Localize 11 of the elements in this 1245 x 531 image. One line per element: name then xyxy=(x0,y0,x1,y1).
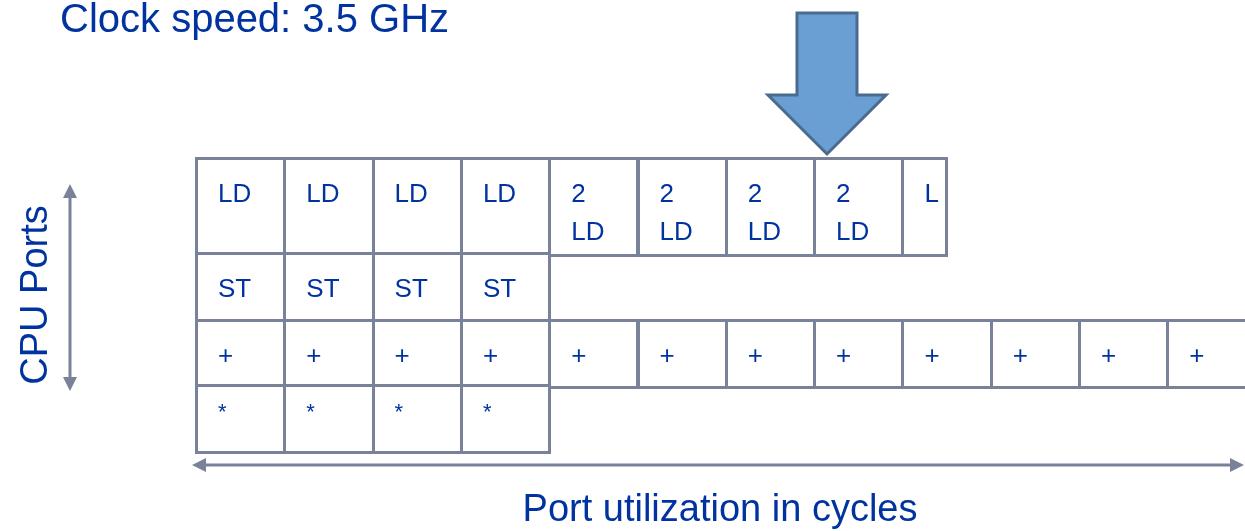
table-cell: + xyxy=(548,319,640,389)
table-cell: L xyxy=(901,157,949,257)
table-cell: * xyxy=(283,384,375,454)
table-cell: 2 LD xyxy=(636,157,728,257)
table-cell: + xyxy=(1166,319,1245,389)
axis-label: CPU Ports xyxy=(13,205,55,385)
table-cell: + xyxy=(636,319,728,389)
table-cell: + xyxy=(901,319,993,389)
axis-label: Port utilization in cycles xyxy=(522,487,918,529)
table-cell: 2 LD xyxy=(548,157,640,257)
heading: Clock speed: 3.5 GHz xyxy=(60,0,450,40)
